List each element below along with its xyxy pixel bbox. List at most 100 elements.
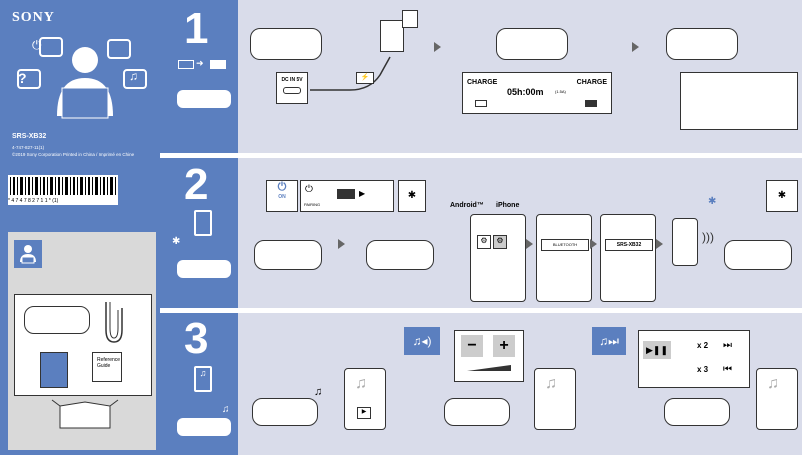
charge-status-box: CHARGE 05h:00m (1.5A) CHARGE	[462, 72, 612, 114]
on-label: ON	[278, 194, 286, 200]
phone-volume-screen: ♫	[534, 368, 576, 430]
phone-music-icon: ♫	[194, 366, 212, 392]
help-guide-booklet	[40, 352, 68, 388]
reader-badge-icon	[14, 240, 42, 268]
battery-charged-icon	[585, 100, 597, 107]
reference-guide-booklet: Reference Guide	[92, 352, 122, 382]
model-name: SRS-XB32	[12, 133, 47, 140]
iphone-label: iPhone	[496, 202, 520, 209]
phone-track-screen: ♫	[756, 368, 798, 430]
usb-c-port-icon	[283, 87, 301, 94]
flow-arrow	[590, 239, 597, 249]
usb-ac-adapter	[380, 20, 404, 52]
part-number: 4-747-827-11(1)	[12, 145, 45, 150]
volume-level-icon	[467, 365, 511, 371]
bluetooth-icon: ✱	[708, 196, 717, 207]
speaker-mini-1	[177, 90, 231, 108]
pairing-indicator-icon	[337, 189, 355, 199]
phone-icon	[194, 210, 212, 236]
step-number-3: 3	[184, 314, 209, 363]
music-note-icon: ♫	[545, 375, 557, 392]
pairing-button-icon: ⏻	[305, 184, 313, 195]
bluetooth-led-callout: ✱	[398, 180, 426, 212]
phone-settings-screen: ⚙ ⚙	[470, 214, 526, 302]
speaker-connected	[724, 240, 792, 270]
charge-label-right: CHARGE	[576, 79, 607, 86]
battery-empty-icon	[178, 60, 194, 69]
dc-in-label: DC IN 5V	[281, 77, 303, 83]
flow-arrow	[338, 239, 345, 249]
barcode	[8, 175, 118, 205]
phone-device-list-screen: SRS-XB32	[600, 214, 656, 302]
usb-cable-line	[310, 56, 391, 91]
arrow-right-icon: ➜	[196, 58, 204, 68]
usb-cable-illustration	[105, 302, 123, 343]
speaker-power-on	[254, 240, 322, 270]
barcode-number: * 4 7 4 7 8 2 7 1 1 * (1)	[8, 198, 59, 204]
speaker-play	[252, 398, 318, 426]
charge-timer: 05h:00m	[507, 87, 544, 97]
phone-connected	[672, 218, 698, 266]
play-pause-button: ▶❚❚	[643, 341, 671, 359]
brand-logo: SONY	[12, 10, 55, 25]
play-button-icon: ▶	[357, 407, 371, 419]
dc-in-port-callout: DC IN 5V	[276, 72, 308, 104]
step-1-band	[160, 0, 238, 153]
port-cover-callout	[680, 72, 798, 130]
bluetooth-toggle: BLUETOOTH	[541, 239, 589, 251]
power-icon: ⏻	[277, 181, 287, 193]
settings-icon: ⚙	[477, 235, 491, 249]
power-button-callout: ⏻ ON	[266, 180, 298, 212]
speaker-mini-3	[177, 418, 231, 436]
wireless-waves-icon: )))	[702, 230, 714, 244]
battery-full-icon	[210, 60, 226, 69]
press-thrice-label: x 3	[697, 365, 709, 374]
music-note-icon: ♫	[355, 375, 367, 392]
speaker-illustration	[24, 306, 90, 334]
battery-low-icon	[475, 100, 487, 107]
step-number-1: 1	[184, 4, 209, 53]
charge-timer-note: (1.5A)	[555, 89, 566, 94]
settings-icon: ⚙	[493, 235, 507, 249]
speaker-volume	[444, 398, 510, 426]
volume-callout: − +	[454, 330, 524, 382]
previous-track-icon: ⏮	[723, 364, 732, 375]
copyright: ©2019 Sony Corporation Printed in China …	[12, 152, 135, 157]
question-icon: ?	[18, 70, 27, 86]
speaker-unplug	[666, 28, 738, 60]
track-control-icon: ♫⏭	[592, 327, 626, 355]
music-note-icon: ♫	[767, 375, 779, 392]
wall-outlet	[402, 10, 418, 28]
speaker-mini-2	[177, 260, 231, 278]
power-icon: ⏻	[32, 38, 42, 52]
bluetooth-status-callout: ✱	[766, 180, 798, 212]
track-control-callout: ▶❚❚ x 2 ⏭ x 3 ⏮	[638, 330, 750, 388]
step-number-2: 2	[184, 160, 209, 209]
speaker-pairing	[366, 240, 434, 270]
step-2-band	[160, 158, 238, 308]
android-label: Android™	[450, 202, 484, 209]
music-note-icon: ♫	[129, 69, 138, 83]
reader-illustration	[17, 37, 147, 119]
volume-icon: ♫◂)	[404, 327, 440, 355]
pairing-callout: ⏻ PAIRING ▶	[300, 180, 394, 212]
press-twice-label: x 2	[697, 341, 709, 350]
volume-down-button: −	[461, 335, 483, 357]
phone-bluetooth-screen: BLUETOOTH	[536, 214, 592, 302]
arrow-right-icon: ▶	[359, 189, 366, 198]
flow-arrow	[434, 42, 441, 52]
device-name-item: SRS-XB32	[605, 239, 653, 251]
pairing-label: PAIRING	[304, 202, 321, 207]
flow-arrow	[656, 239, 663, 249]
next-track-icon: ⏭	[723, 340, 732, 351]
open-box-illustration	[51, 399, 119, 429]
music-note-icon: ♫	[314, 386, 323, 398]
speaker-charge-indicator	[496, 28, 568, 60]
phone-player-screen: ♫ ▶	[344, 368, 386, 430]
flow-arrow	[526, 239, 533, 249]
music-note-icon-2: ♫	[222, 404, 230, 415]
flow-arrow	[632, 42, 639, 52]
speaker-track	[664, 398, 730, 426]
charging-bolt-icon: ⚡	[356, 72, 374, 84]
volume-up-button: +	[493, 335, 515, 357]
